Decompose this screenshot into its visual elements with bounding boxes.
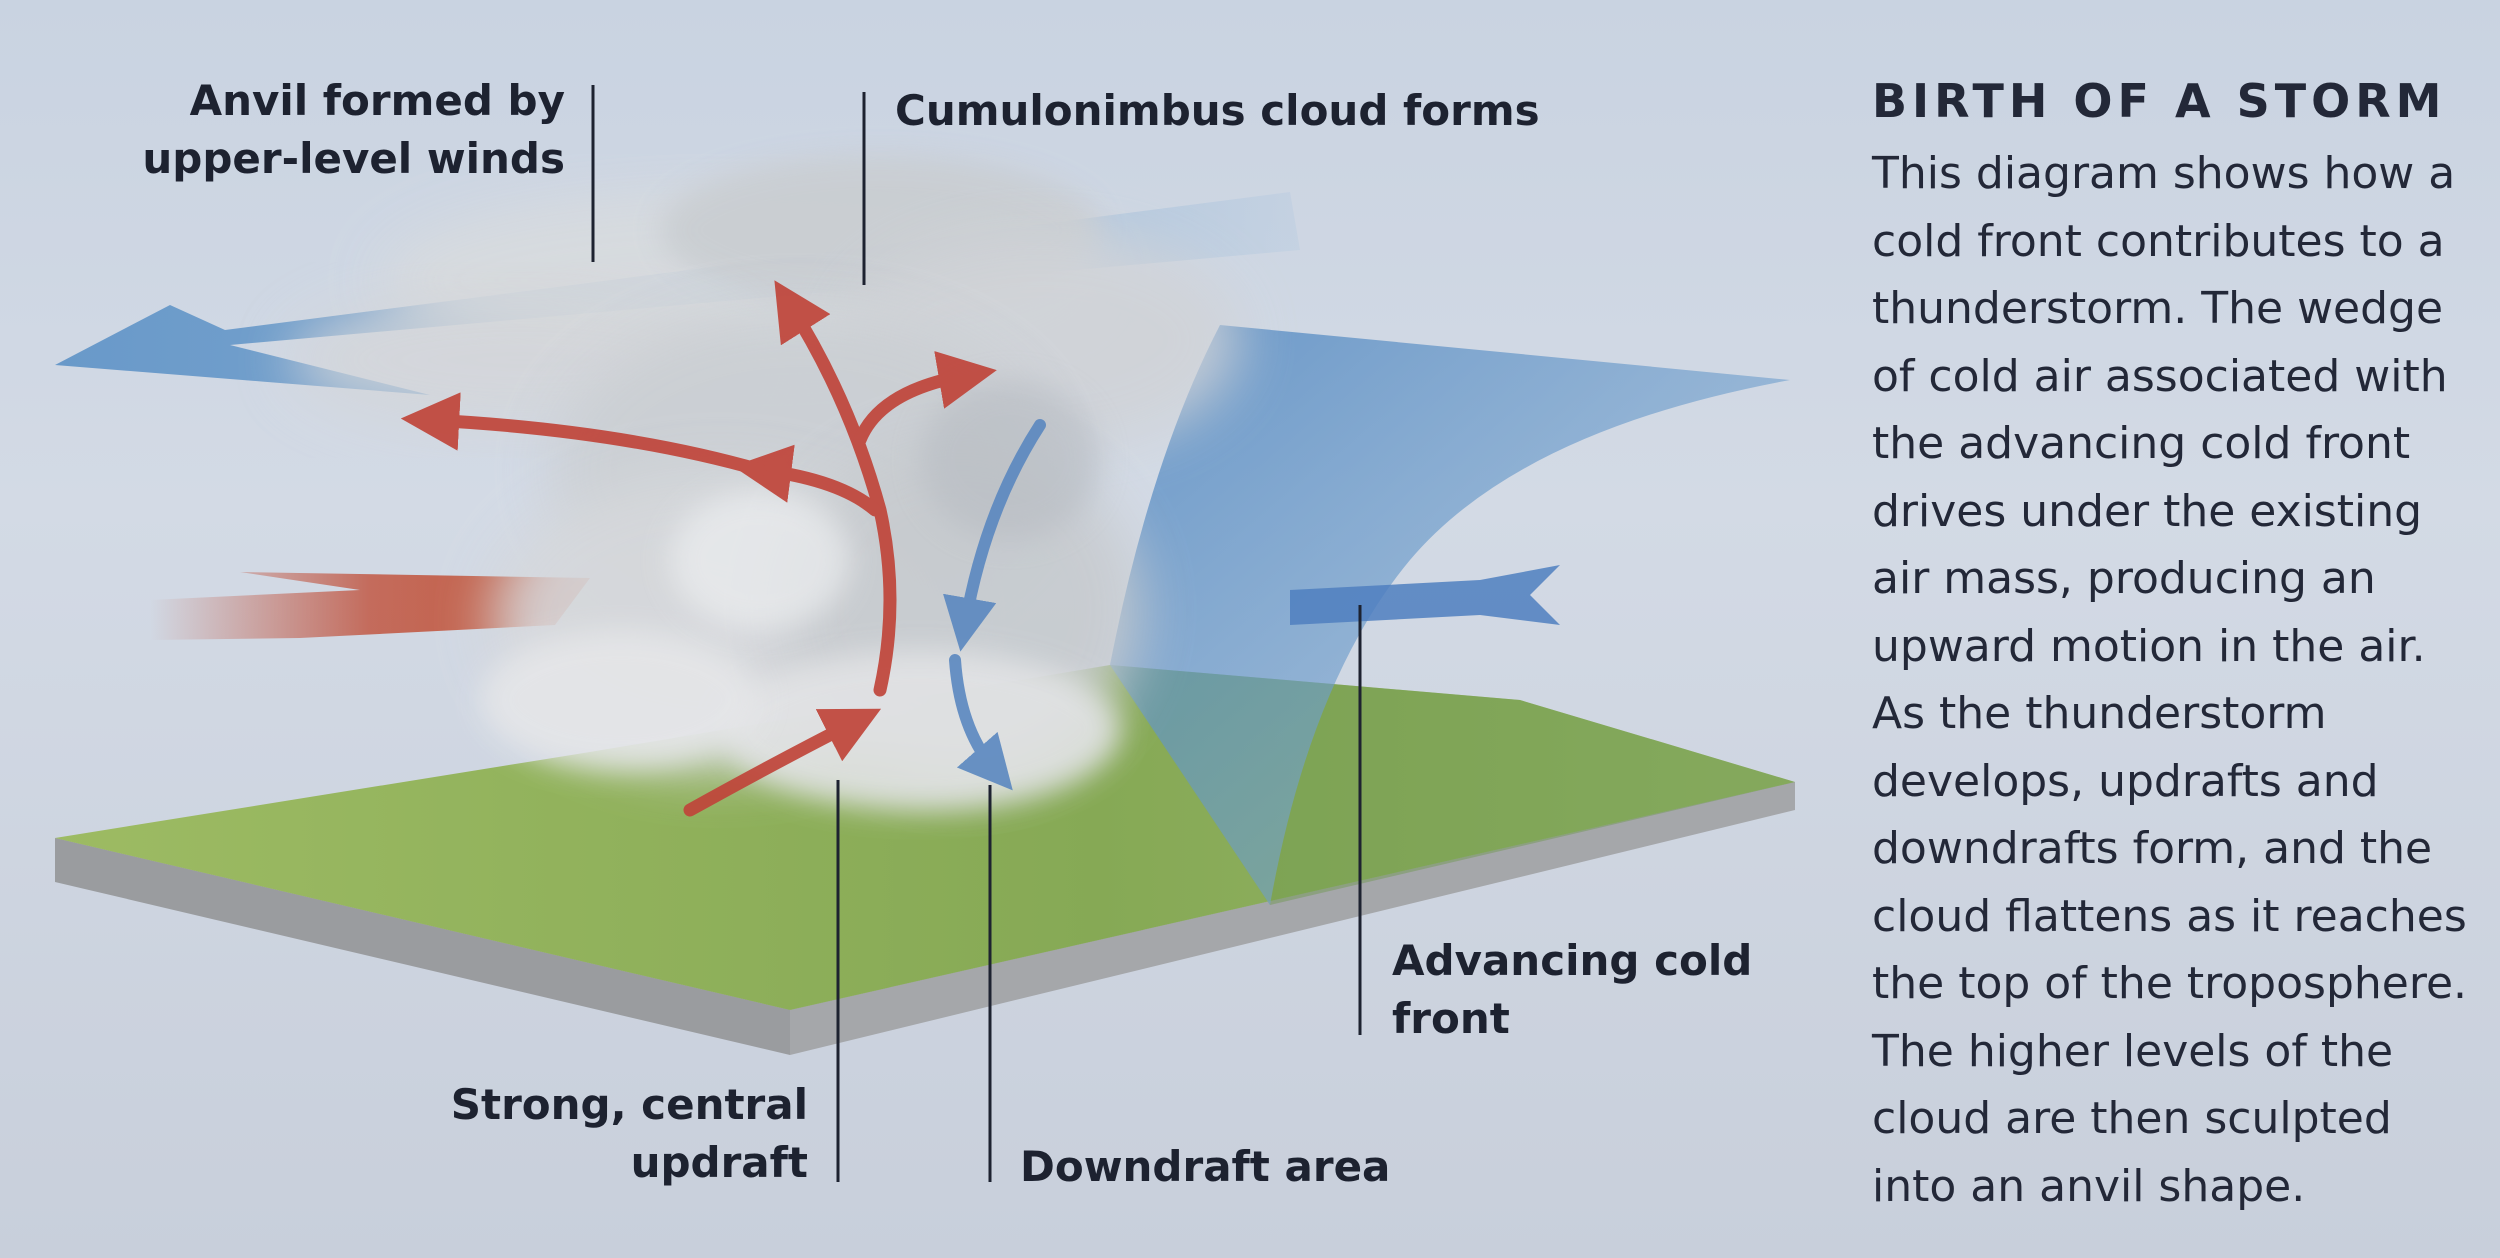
cold-front-wedge: [1110, 325, 1790, 905]
label-cold-front-line-1: Advancing cold: [1392, 936, 1753, 985]
panel-body-line: The higher levels of the: [1872, 1025, 2394, 1077]
label-downdraft: Downdraft area: [1020, 1138, 1390, 1196]
panel-body-line: cold front contributes to a: [1872, 215, 2445, 267]
cumulonimbus-cloud: [290, 155, 1240, 810]
panel-body-line: downdrafts form, and the: [1872, 823, 2433, 874]
warm-air-inflow-arrow: [150, 572, 590, 640]
label-updraft-line-2: updraft: [630, 1138, 808, 1187]
label-anvil-line-2: upper-level winds: [142, 134, 565, 183]
label-anvil: Anvil formed by upper-level winds: [142, 72, 565, 188]
label-downdraft-text: Downdraft area: [1020, 1142, 1391, 1191]
panel-body-line: develops, updrafts and: [1872, 755, 2379, 807]
panel-body-line: As the thunderstorm: [1872, 688, 2327, 739]
panel-body-line: This diagram shows how a: [1872, 148, 2456, 199]
leader-lines: [591, 85, 1362, 1182]
label-cumulonimbus-text: Cumulonimbus cloud forms: [895, 86, 1540, 135]
updraft-arrows: [400, 280, 997, 817]
label-cold-front: Advancing cold front: [1392, 932, 1752, 1048]
panel-body-line: drives under the existing: [1872, 485, 2423, 537]
updraft-arrow-right: [853, 351, 997, 447]
panel-body-line: of cold air associated with: [1872, 350, 2448, 402]
updraft-arrow-base: [683, 708, 882, 817]
panel-body-line: thunderstorm. The wedge: [1872, 283, 2444, 334]
panel-body-line: cloud are then sculpted: [1872, 1093, 2392, 1144]
label-cumulonimbus: Cumulonimbus cloud forms: [895, 82, 1540, 140]
panel-title: BIRTH OF A STORM: [1872, 74, 2447, 128]
panel-body-line: upward motion in the air.: [1872, 620, 2426, 672]
label-cold-front-line-2: front: [1392, 994, 1510, 1043]
panel-body: This diagram shows how a cold front contr…: [1872, 140, 2492, 1220]
label-updraft: Strong, central updraft: [451, 1076, 808, 1192]
panel-body-line: the advancing cold front: [1872, 418, 2411, 469]
label-updraft-line-1: Strong, central: [450, 1080, 808, 1129]
panel-body-line: cloud flattens as it reaches: [1872, 890, 2467, 942]
panel-body-line: the top of the troposphere.: [1872, 958, 2468, 1009]
label-anvil-line-1: Anvil formed by: [189, 76, 565, 125]
panel-body-line: into an anvil shape.: [1872, 1160, 2306, 1212]
updraft-arrow-upper-left: [400, 392, 767, 477]
updraft-arrow-left: [732, 444, 882, 517]
downdraft-arrow-lower: [949, 654, 1013, 791]
panel-body-line: air mass, producing an: [1872, 553, 2376, 604]
downdraft-arrows: [943, 419, 1046, 791]
downdraft-arrow-upper: [943, 419, 1046, 652]
